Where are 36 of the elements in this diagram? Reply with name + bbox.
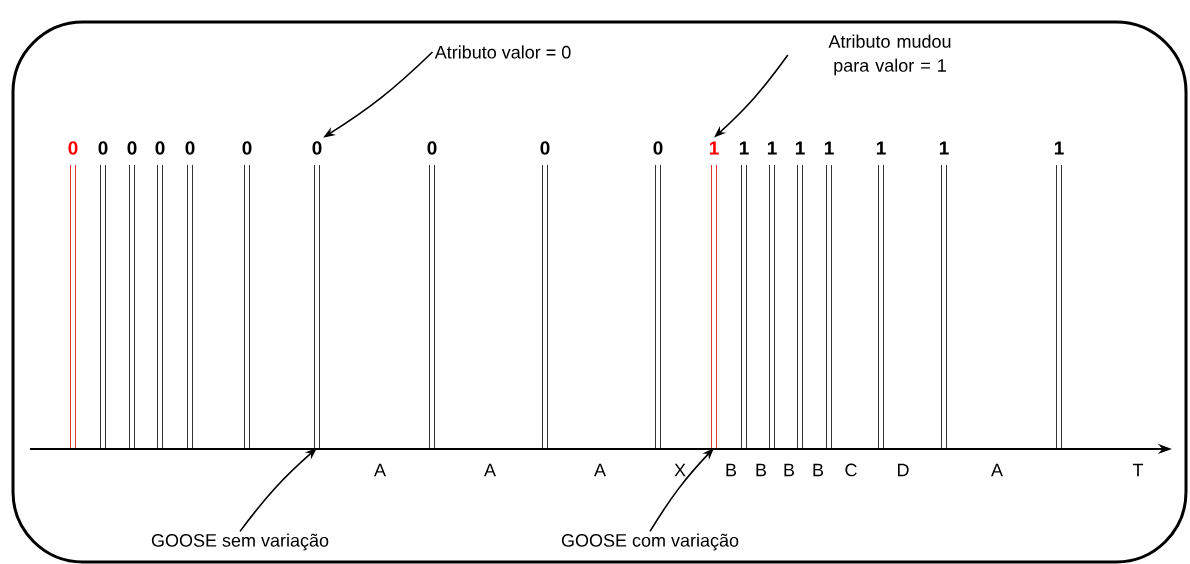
axis-label: T — [1132, 463, 1144, 477]
arrow — [239, 448, 317, 533]
pulse: 1 — [709, 141, 719, 449]
pulse: 0 — [540, 141, 550, 449]
pulse: 1 — [795, 141, 805, 449]
pulse: 0 — [155, 141, 165, 449]
pulse: 0 — [653, 141, 663, 449]
pulse: 1 — [767, 141, 777, 449]
pulse: 0 — [427, 141, 437, 449]
pulse: 0 — [68, 141, 78, 449]
annotation: GOOSE sem variação — [151, 533, 329, 551]
pulse: 0 — [312, 141, 322, 449]
axis-label: B — [813, 463, 824, 477]
pulse: 1 — [824, 141, 834, 449]
axis-label: B — [784, 463, 795, 477]
axis-label: A — [594, 463, 606, 477]
axis-label: B — [726, 463, 737, 477]
pulse: 0 — [98, 141, 108, 449]
annotation: GOOSE com variação — [561, 533, 739, 551]
annotation: Atributo valor = 0 — [434, 45, 571, 59]
axis-label: A — [374, 463, 386, 477]
axis-label: D — [898, 463, 909, 477]
axis-label: A — [484, 463, 496, 477]
axis-label: B — [756, 463, 767, 477]
axis-label: A — [991, 463, 1003, 477]
arrow — [649, 448, 714, 533]
axis-label: X — [674, 463, 686, 477]
pulse: 1 — [939, 141, 949, 449]
pulse: 1 — [876, 141, 886, 449]
pulse: 0 — [185, 141, 195, 449]
pulse: 1 — [739, 141, 749, 449]
pulse: 1 — [1054, 141, 1064, 449]
pulse: 0 — [127, 141, 137, 449]
axis-label: C — [845, 463, 857, 477]
annotation: Atributo mudou para valor = 1 — [828, 34, 951, 76]
pulse: 0 — [242, 141, 252, 449]
